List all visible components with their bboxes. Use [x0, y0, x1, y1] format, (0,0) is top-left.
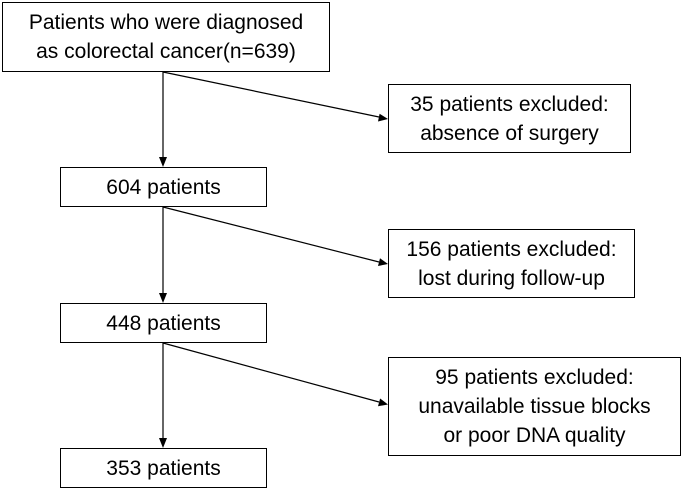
step-448-label: 448 patients [106, 311, 221, 335]
arrowhead-excl-95 [378, 398, 388, 407]
exclusion-156-box: 156 patients excluded: lost during follo… [388, 229, 635, 298]
arrowhead-353 [159, 438, 167, 448]
arrowhead-excl-156 [378, 258, 388, 266]
exclusion-95-box: 95 patients excluded: unavailable tissue… [388, 357, 681, 456]
step-448-patients-box: 448 patients [60, 303, 267, 343]
arrow-to-excl-35 [162, 71, 380, 118]
diagnosed-patients-box: Patients who were diagnosed as colorecta… [2, 2, 330, 72]
arrow-to-excl-156 [162, 206, 380, 263]
step-604-patients-box: 604 patients [60, 167, 267, 207]
exclusion-95-line3: or poor DNA quality [443, 424, 626, 447]
arrowhead-excl-35 [378, 113, 388, 122]
exclusion-156-line1: 156 patients excluded: [406, 237, 617, 261]
exclusion-35-line1: 35 patients excluded: [410, 92, 609, 116]
step-353-label: 353 patients [106, 456, 221, 480]
arrowhead-604 [159, 157, 167, 167]
arrowhead-448 [159, 293, 167, 303]
step-604-label: 604 patients [106, 175, 221, 199]
exclusion-95-line1: 95 patients excluded: [435, 366, 634, 389]
diagnosed-box-line2: as colorectal cancer(n=639) [36, 40, 296, 63]
diagnosed-box-line1: Patients who were diagnosed [28, 11, 304, 34]
exclusion-35-box: 35 patients excluded: absence of surgery [388, 84, 631, 153]
exclusion-156-line2: lost during follow-up [418, 266, 605, 290]
exclusion-95-line2: unavailable tissue blocks [418, 395, 651, 418]
arrow-to-excl-95 [162, 342, 380, 403]
exclusion-35-line2: absence of surgery [420, 121, 599, 145]
step-353-patients-box: 353 patients [60, 448, 267, 488]
